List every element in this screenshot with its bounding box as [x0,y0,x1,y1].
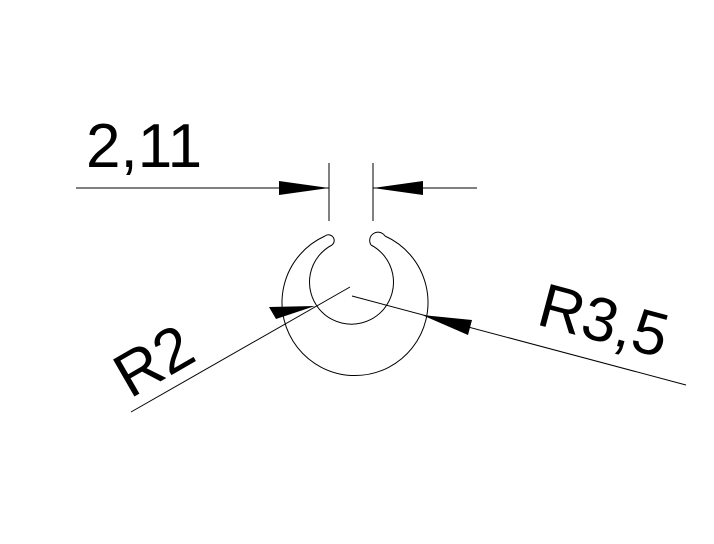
width-dimension-label: 2,11 [86,112,202,181]
outer-radius-leader [351,295,687,386]
dimension-arrow-left [279,181,329,195]
inner-radius-label: R2 [103,312,206,411]
inner-arc [309,244,394,325]
outer-radius-label: R3,5 [531,271,675,372]
outer-radius-arrow [422,315,472,335]
part-outline [281,231,429,377]
inner-radius-arrow [269,306,315,319]
slot-right-end [369,231,386,246]
outer-arc [281,235,429,377]
outer-radius-dimension: R3,5 [351,271,687,386]
slot-width-dimension: 2,11 [76,112,477,221]
dimension-arrow-right [373,181,423,195]
slot-left-end [324,234,335,246]
inner-radius-dimension: R2 [103,286,351,413]
inner-radius-leader [130,286,351,413]
